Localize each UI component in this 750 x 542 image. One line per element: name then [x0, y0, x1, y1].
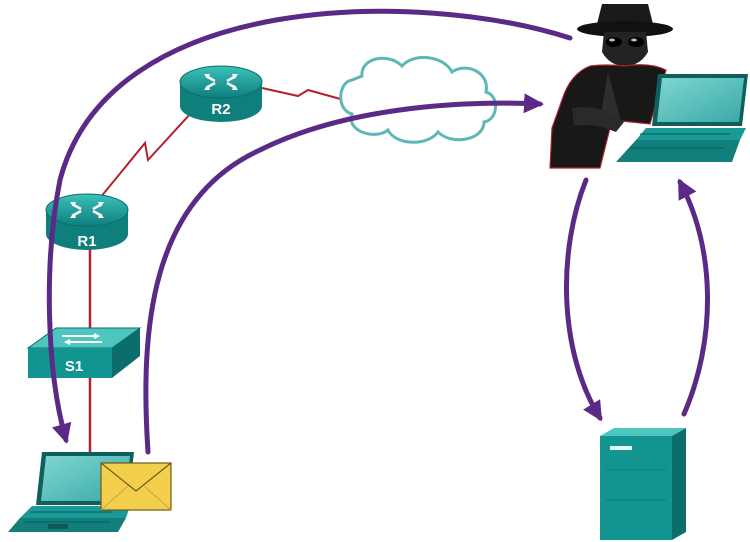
hacker-icon [549, 4, 673, 169]
switch-s1-label: S1 [65, 358, 83, 375]
cloud-icon [339, 55, 497, 144]
arrow-server-to-attacker [677, 178, 710, 417]
envelope-icon [100, 462, 172, 511]
router-r2[interactable]: R2 [179, 65, 263, 122]
router-r2-label: R2 [211, 101, 230, 118]
router-icon [45, 193, 129, 250]
internet-cloud [339, 55, 497, 144]
switch-s1[interactable]: S1 [26, 327, 142, 378]
server-icon [600, 428, 686, 540]
router-icon [179, 65, 263, 122]
attacker-laptop [616, 74, 748, 162]
attack-flow-arrows [46, 8, 710, 455]
network-links [88, 87, 345, 460]
link-r2-cloud [261, 87, 345, 101]
arrow-attacker-to-server [564, 177, 603, 422]
arrow-attacker-to-victim [46, 8, 573, 444]
switch-icon [26, 327, 142, 378]
server[interactable] [600, 428, 686, 540]
laptop-icon [616, 74, 748, 162]
router-r1[interactable]: R1 [45, 193, 129, 250]
arrow-victim-to-attacker [143, 93, 544, 455]
router-r1-label: R1 [77, 233, 96, 250]
link-r1-r2 [99, 111, 193, 199]
attacker[interactable] [549, 4, 748, 169]
email-envelope[interactable] [100, 462, 172, 511]
